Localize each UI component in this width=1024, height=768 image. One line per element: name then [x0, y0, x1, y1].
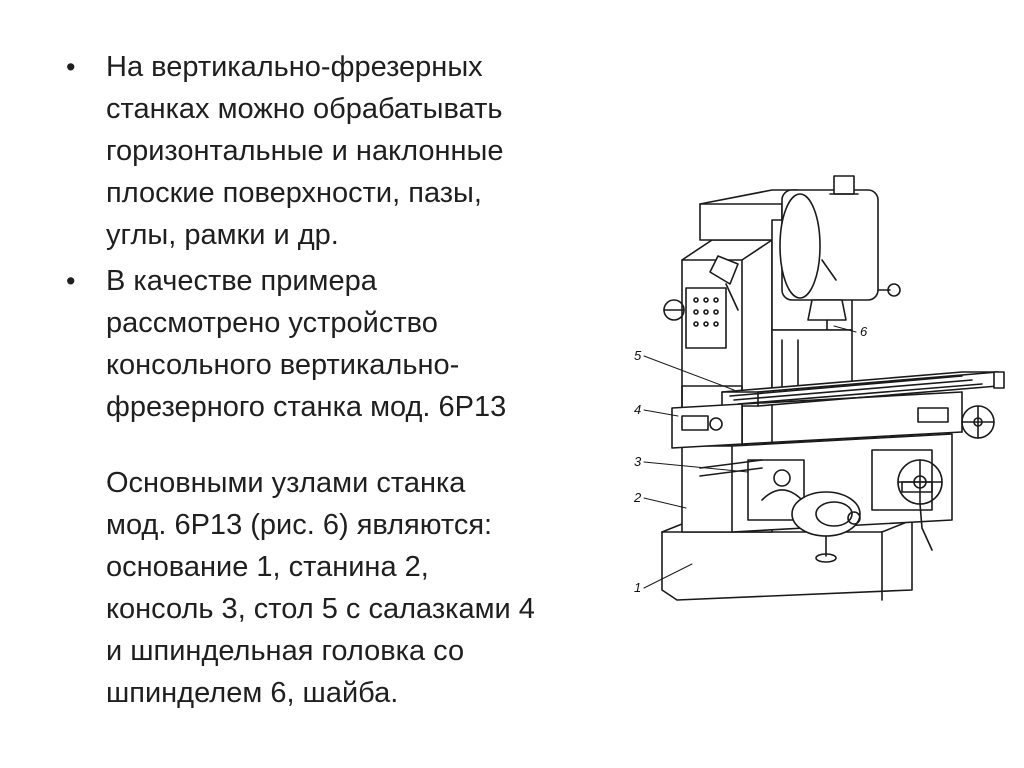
text-line: плоские поверхности, пазы, — [106, 177, 482, 209]
text-line: и шпиндельная головка со — [106, 635, 465, 667]
label-5: 5 — [634, 348, 642, 363]
label-3: 3 — [634, 454, 642, 469]
label-2: 2 — [633, 490, 642, 505]
spindle-head — [771, 175, 901, 391]
bullet-item-2: • В качестве примера рассмотрено устройс… — [66, 260, 626, 428]
machine-table — [721, 371, 1005, 407]
text-line: шпинделем 6, шайба. — [106, 677, 399, 709]
milling-machine-drawing: 1 2 3 4 5 6 — [633, 175, 1005, 601]
milling-machine-figure: 1 2 3 4 5 6 — [622, 160, 1006, 610]
label-1: 1 — [634, 580, 641, 595]
text-line: основание 1, станина 2, — [106, 551, 429, 583]
text-line: консольного вертикально- — [106, 349, 460, 381]
label-6: 6 — [860, 324, 868, 339]
bullet-item-1: • На вертикально-фрезерных станках можно… — [66, 46, 626, 256]
components-paragraph: Основными узлами станка мод. 6Р13 (рис. … — [66, 462, 626, 714]
leader-lines — [643, 325, 857, 589]
text-line: мод. 6Р13 (рис. 6) являются: — [106, 509, 493, 541]
text-line: консоль 3, стол 5 с салазками 4 — [106, 593, 535, 625]
bullet-dot-icon: • — [66, 52, 76, 82]
text-line: На вертикально-фрезерных — [106, 51, 483, 83]
text-line: горизонтальные и наклонные — [106, 135, 504, 167]
bullet-dot-icon: • — [66, 266, 76, 296]
label-4: 4 — [634, 402, 641, 417]
text-line: В качестве примера — [106, 265, 377, 297]
text-line: Основными узлами станка — [106, 467, 466, 499]
text-line: углы, рамки и др. — [106, 219, 339, 251]
machine-saddle — [671, 391, 995, 449]
slide-text: • На вертикально-фрезерных станках можно… — [66, 46, 626, 714]
text-line: фрезерного станка мод. 6Р13 — [106, 391, 507, 423]
machine-knee — [731, 433, 953, 551]
elevating-screw — [699, 459, 861, 563]
text-line: станках можно обрабатывать — [106, 93, 503, 125]
text-line: рассмотрено устройство — [106, 307, 438, 339]
